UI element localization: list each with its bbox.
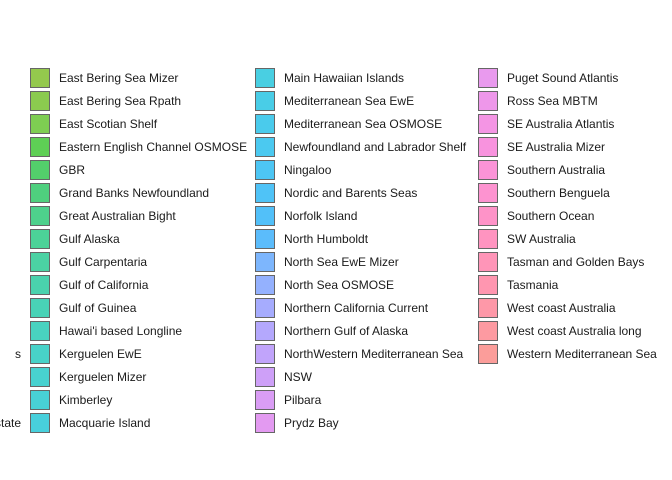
legend-label: Puget Sound Atlantis bbox=[507, 71, 619, 85]
legend-label: Norfolk Island bbox=[284, 209, 358, 223]
legend-swatch bbox=[30, 114, 50, 134]
legend-label: Ross Sea MBTM bbox=[507, 94, 598, 108]
legend-swatch bbox=[30, 68, 50, 88]
legend-label: East Bering Sea Mizer bbox=[59, 71, 179, 85]
legend-swatch bbox=[30, 206, 50, 226]
legend-label: NSW bbox=[284, 370, 312, 384]
legend-label: Western Mediterranean Sea bbox=[507, 347, 657, 361]
legend-swatch bbox=[30, 137, 50, 157]
legend-swatch bbox=[255, 252, 275, 272]
legend-label: Southern Australia bbox=[507, 163, 606, 177]
legend-swatch bbox=[478, 91, 498, 111]
legend-label: Kerguelen EwE bbox=[59, 347, 142, 361]
legend-swatch bbox=[478, 275, 498, 295]
legend-swatch bbox=[30, 275, 50, 295]
legend-label: Main Hawaiian Islands bbox=[284, 71, 405, 85]
legend-swatch bbox=[30, 344, 50, 364]
legend-label: Mediterranean Sea OSMOSE bbox=[284, 117, 443, 131]
legend-label: North Humboldt bbox=[284, 232, 369, 246]
legend-label: Kimberley bbox=[59, 393, 113, 407]
legend-swatch bbox=[30, 321, 50, 341]
legend-swatch bbox=[255, 321, 275, 341]
legend-label: SE Australia Atlantis bbox=[507, 117, 615, 131]
legend-label: Southern Benguela bbox=[507, 186, 610, 200]
legend-swatch bbox=[255, 68, 275, 88]
legend-label: Ningaloo bbox=[284, 163, 332, 177]
legend-label: Gulf Carpentaria bbox=[59, 255, 148, 269]
legend-label: SW Australia bbox=[507, 232, 576, 246]
legend-swatch bbox=[255, 160, 275, 180]
legend-label: East Scotian Shelf bbox=[59, 117, 158, 131]
legend-swatch bbox=[478, 206, 498, 226]
legend-label: Prydz Bay bbox=[284, 416, 339, 430]
legend-label: Grand Banks Newfoundland bbox=[59, 186, 210, 200]
legend-label: Nordic and Barents Seas bbox=[284, 186, 418, 200]
legend-swatch bbox=[30, 183, 50, 203]
legend-label: NorthWestern Mediterranean Sea bbox=[284, 347, 464, 361]
legend-label: Newfoundland and Labrador Shelf bbox=[284, 140, 467, 154]
legend-swatch bbox=[478, 252, 498, 272]
legend-label: Hawai'i based Longline bbox=[59, 324, 183, 338]
legend-swatch bbox=[30, 413, 50, 433]
legend-label: Eastern English Channel OSMOSE bbox=[59, 140, 248, 154]
legend-label: North Sea EwE Mizer bbox=[284, 255, 399, 269]
legend-label: West coast Australia bbox=[507, 301, 616, 315]
legend-swatch bbox=[255, 114, 275, 134]
legend-swatch bbox=[30, 367, 50, 387]
legend-label: Pilbara bbox=[284, 393, 322, 407]
legend-swatch bbox=[30, 229, 50, 249]
legend-swatch bbox=[255, 344, 275, 364]
legend-swatch bbox=[478, 344, 498, 364]
legend-label: Macquarie Island bbox=[59, 416, 151, 430]
legend-swatch bbox=[478, 229, 498, 249]
legend-label: Kerguelen Mizer bbox=[59, 370, 147, 384]
legend-swatch bbox=[255, 367, 275, 387]
legend-swatch bbox=[30, 390, 50, 410]
legend-swatch bbox=[255, 298, 275, 318]
legend-swatch bbox=[30, 298, 50, 318]
legend-swatch bbox=[30, 160, 50, 180]
legend-label: Tasmania bbox=[507, 278, 559, 292]
legend-label: Mediterranean Sea EwE bbox=[284, 94, 415, 108]
legend-label: Northern Gulf of Alaska bbox=[284, 324, 409, 338]
legend-swatch bbox=[30, 252, 50, 272]
legend-label: North Sea OSMOSE bbox=[284, 278, 395, 292]
legend-swatch bbox=[255, 229, 275, 249]
legend-swatch bbox=[478, 68, 498, 88]
legend-swatch bbox=[478, 160, 498, 180]
legend-swatch bbox=[255, 91, 275, 111]
legend-swatch bbox=[255, 183, 275, 203]
legend-swatch bbox=[478, 137, 498, 157]
legend-swatch bbox=[255, 275, 275, 295]
legend-swatch bbox=[255, 390, 275, 410]
legend-label: Gulf of Guinea bbox=[59, 301, 137, 315]
clipped-legend-label: s bbox=[15, 347, 21, 361]
legend-label: West coast Australia long bbox=[507, 324, 642, 338]
legend-label: Great Australian Bight bbox=[59, 209, 176, 223]
legend-label: Northern California Current bbox=[284, 301, 429, 315]
legend-swatch bbox=[255, 413, 275, 433]
legend-label: Gulf Alaska bbox=[59, 232, 120, 246]
legend-label: Gulf of California bbox=[59, 278, 149, 292]
legend-swatch bbox=[478, 114, 498, 134]
legend-label: GBR bbox=[59, 163, 86, 177]
legend-swatch bbox=[30, 91, 50, 111]
legend-swatch bbox=[478, 298, 498, 318]
legend-label: East Bering Sea Rpath bbox=[59, 94, 182, 108]
legend-swatch bbox=[478, 183, 498, 203]
legend-swatch bbox=[255, 137, 275, 157]
legend-swatch bbox=[478, 321, 498, 341]
legend-label: Southern Ocean bbox=[507, 209, 595, 223]
legend-swatch bbox=[255, 206, 275, 226]
legend-label: Tasman and Golden Bays bbox=[507, 255, 645, 269]
legend-label: SE Australia Mizer bbox=[507, 140, 606, 154]
